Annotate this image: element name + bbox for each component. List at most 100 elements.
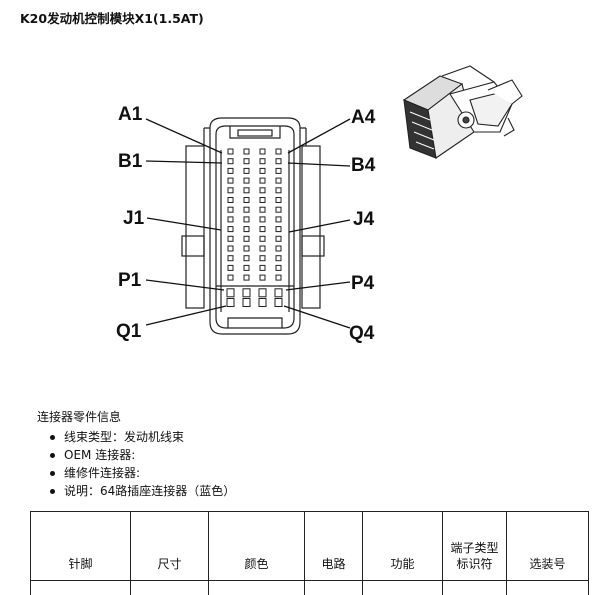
pin-label-j4: J4 (353, 209, 375, 230)
pin-cavity (244, 217, 249, 222)
pin-cavity (228, 188, 233, 193)
connector-info-heading: 连接器零件信息 (37, 408, 121, 425)
pin-cavity (244, 246, 249, 251)
pin-label-p1: P1 (118, 270, 142, 291)
pin-cavity (260, 149, 265, 154)
pin-cavity (228, 207, 233, 212)
pin-label-p4: P4 (351, 273, 375, 294)
pin-cavity (227, 299, 234, 307)
pin-cavity (244, 227, 249, 232)
pin-cavity (228, 149, 233, 154)
table-header-row: 针脚 尺寸 颜色 电路 功能 端子类型标识符 选装号 (31, 512, 589, 581)
pin-cavity (228, 198, 233, 203)
pin-cavity (276, 246, 281, 251)
pin-label-q4: Q4 (349, 323, 375, 344)
bullet-icon (50, 453, 55, 458)
pin-cavity (227, 289, 234, 297)
left-rail-tab (182, 236, 204, 256)
bullet-icon (50, 489, 55, 494)
pin-cavity (244, 178, 249, 183)
pin-cavity (259, 299, 266, 307)
pin-cavity (228, 256, 233, 261)
pin-cavity (276, 275, 281, 280)
leader-line-a4 (288, 119, 350, 153)
pin-cavity (260, 246, 265, 251)
pin-cavity (276, 236, 281, 241)
pin-cavity (228, 236, 233, 241)
pin-cavity (276, 188, 281, 193)
pin-cavity (260, 207, 265, 212)
pin-cavity (228, 246, 233, 251)
column-header-size: 尺寸 (131, 512, 209, 581)
pin-cavity (260, 198, 265, 203)
pin-cavity (244, 198, 249, 203)
column-header-circuit: 电路 (305, 512, 363, 581)
pin-label-a1: A1 (118, 104, 143, 125)
pin-cavity (244, 159, 249, 164)
pin-cavity (228, 159, 233, 164)
pin-cavity (244, 188, 249, 193)
pin-cavity (260, 217, 265, 222)
pin-cavity (276, 149, 281, 154)
column-header-pin: 针脚 (31, 512, 131, 581)
pin-cavity (244, 149, 249, 154)
pin-cavity (260, 178, 265, 183)
list-item: 线束类型：发动机线束 (48, 428, 235, 446)
pin-label-j1: J1 (123, 208, 145, 229)
leader-line-b4 (288, 163, 350, 166)
pin-cavity (260, 188, 265, 193)
pin-cavity (244, 236, 249, 241)
pin-cavity (228, 217, 233, 222)
column-header-terminal-type: 端子类型标识符 (443, 512, 507, 581)
leader-line-p1 (146, 280, 224, 290)
pin-cavity (260, 275, 265, 280)
pin-cavity (228, 227, 233, 232)
connector-info-list: 线束类型：发动机线束 OEM 连接器: 维修件连接器: 说明：64路插座连接器（… (48, 428, 235, 500)
pin-cavity (244, 168, 249, 173)
pin-cavity (244, 256, 249, 261)
pin-cavity (260, 256, 265, 261)
pin-cavity (276, 168, 281, 173)
column-header-function: 功能 (363, 512, 443, 581)
leader-line-q1 (146, 306, 226, 325)
pin-cavity (276, 265, 281, 270)
pin-cavity (228, 275, 233, 280)
table-row (31, 581, 589, 595)
pin-cavity (228, 168, 233, 173)
pin-cavity (244, 265, 249, 270)
right-rail-tab (302, 236, 324, 256)
pin-cavity (276, 178, 281, 183)
pin-cavity (243, 289, 250, 297)
pin-table: 针脚 尺寸 颜色 电路 功能 端子类型标识符 选装号 (30, 511, 589, 595)
pin-cavity (228, 178, 233, 183)
pin-cavity (259, 289, 266, 297)
pin-cavity (244, 207, 249, 212)
pin-cavity (260, 236, 265, 241)
pin-cavity (275, 289, 282, 297)
pin-cavity (260, 227, 265, 232)
pin-cavity (276, 256, 281, 261)
bullet-icon (50, 435, 55, 440)
pin-cavity (276, 227, 281, 232)
list-item: OEM 连接器: (48, 446, 235, 464)
connector-housing-outer (210, 118, 300, 334)
pin-cavity (276, 159, 281, 164)
pin-cavity (260, 168, 265, 173)
connector-diagram: A1 A4 B1 B4 J1 J4 P1 P4 Q1 Q4 (0, 0, 600, 400)
pin-cavity (260, 265, 265, 270)
pin-label-a4: A4 (351, 107, 376, 128)
column-header-option: 选装号 (507, 512, 589, 581)
pin-cavity (276, 207, 281, 212)
pin-cavity (276, 198, 281, 203)
pin-cavity (243, 299, 250, 307)
pin-cavity (276, 217, 281, 222)
list-item: 说明：64路插座连接器（蓝色） (48, 482, 235, 500)
list-item: 维修件连接器: (48, 464, 235, 482)
pin-label-b1: B1 (118, 151, 143, 172)
pin-label-b4: B4 (351, 155, 376, 176)
pin-cavity (275, 299, 282, 307)
leader-line-p4 (286, 282, 350, 290)
pin-cavity (260, 159, 265, 164)
pin-cavity (244, 275, 249, 280)
bullet-icon (50, 471, 55, 476)
